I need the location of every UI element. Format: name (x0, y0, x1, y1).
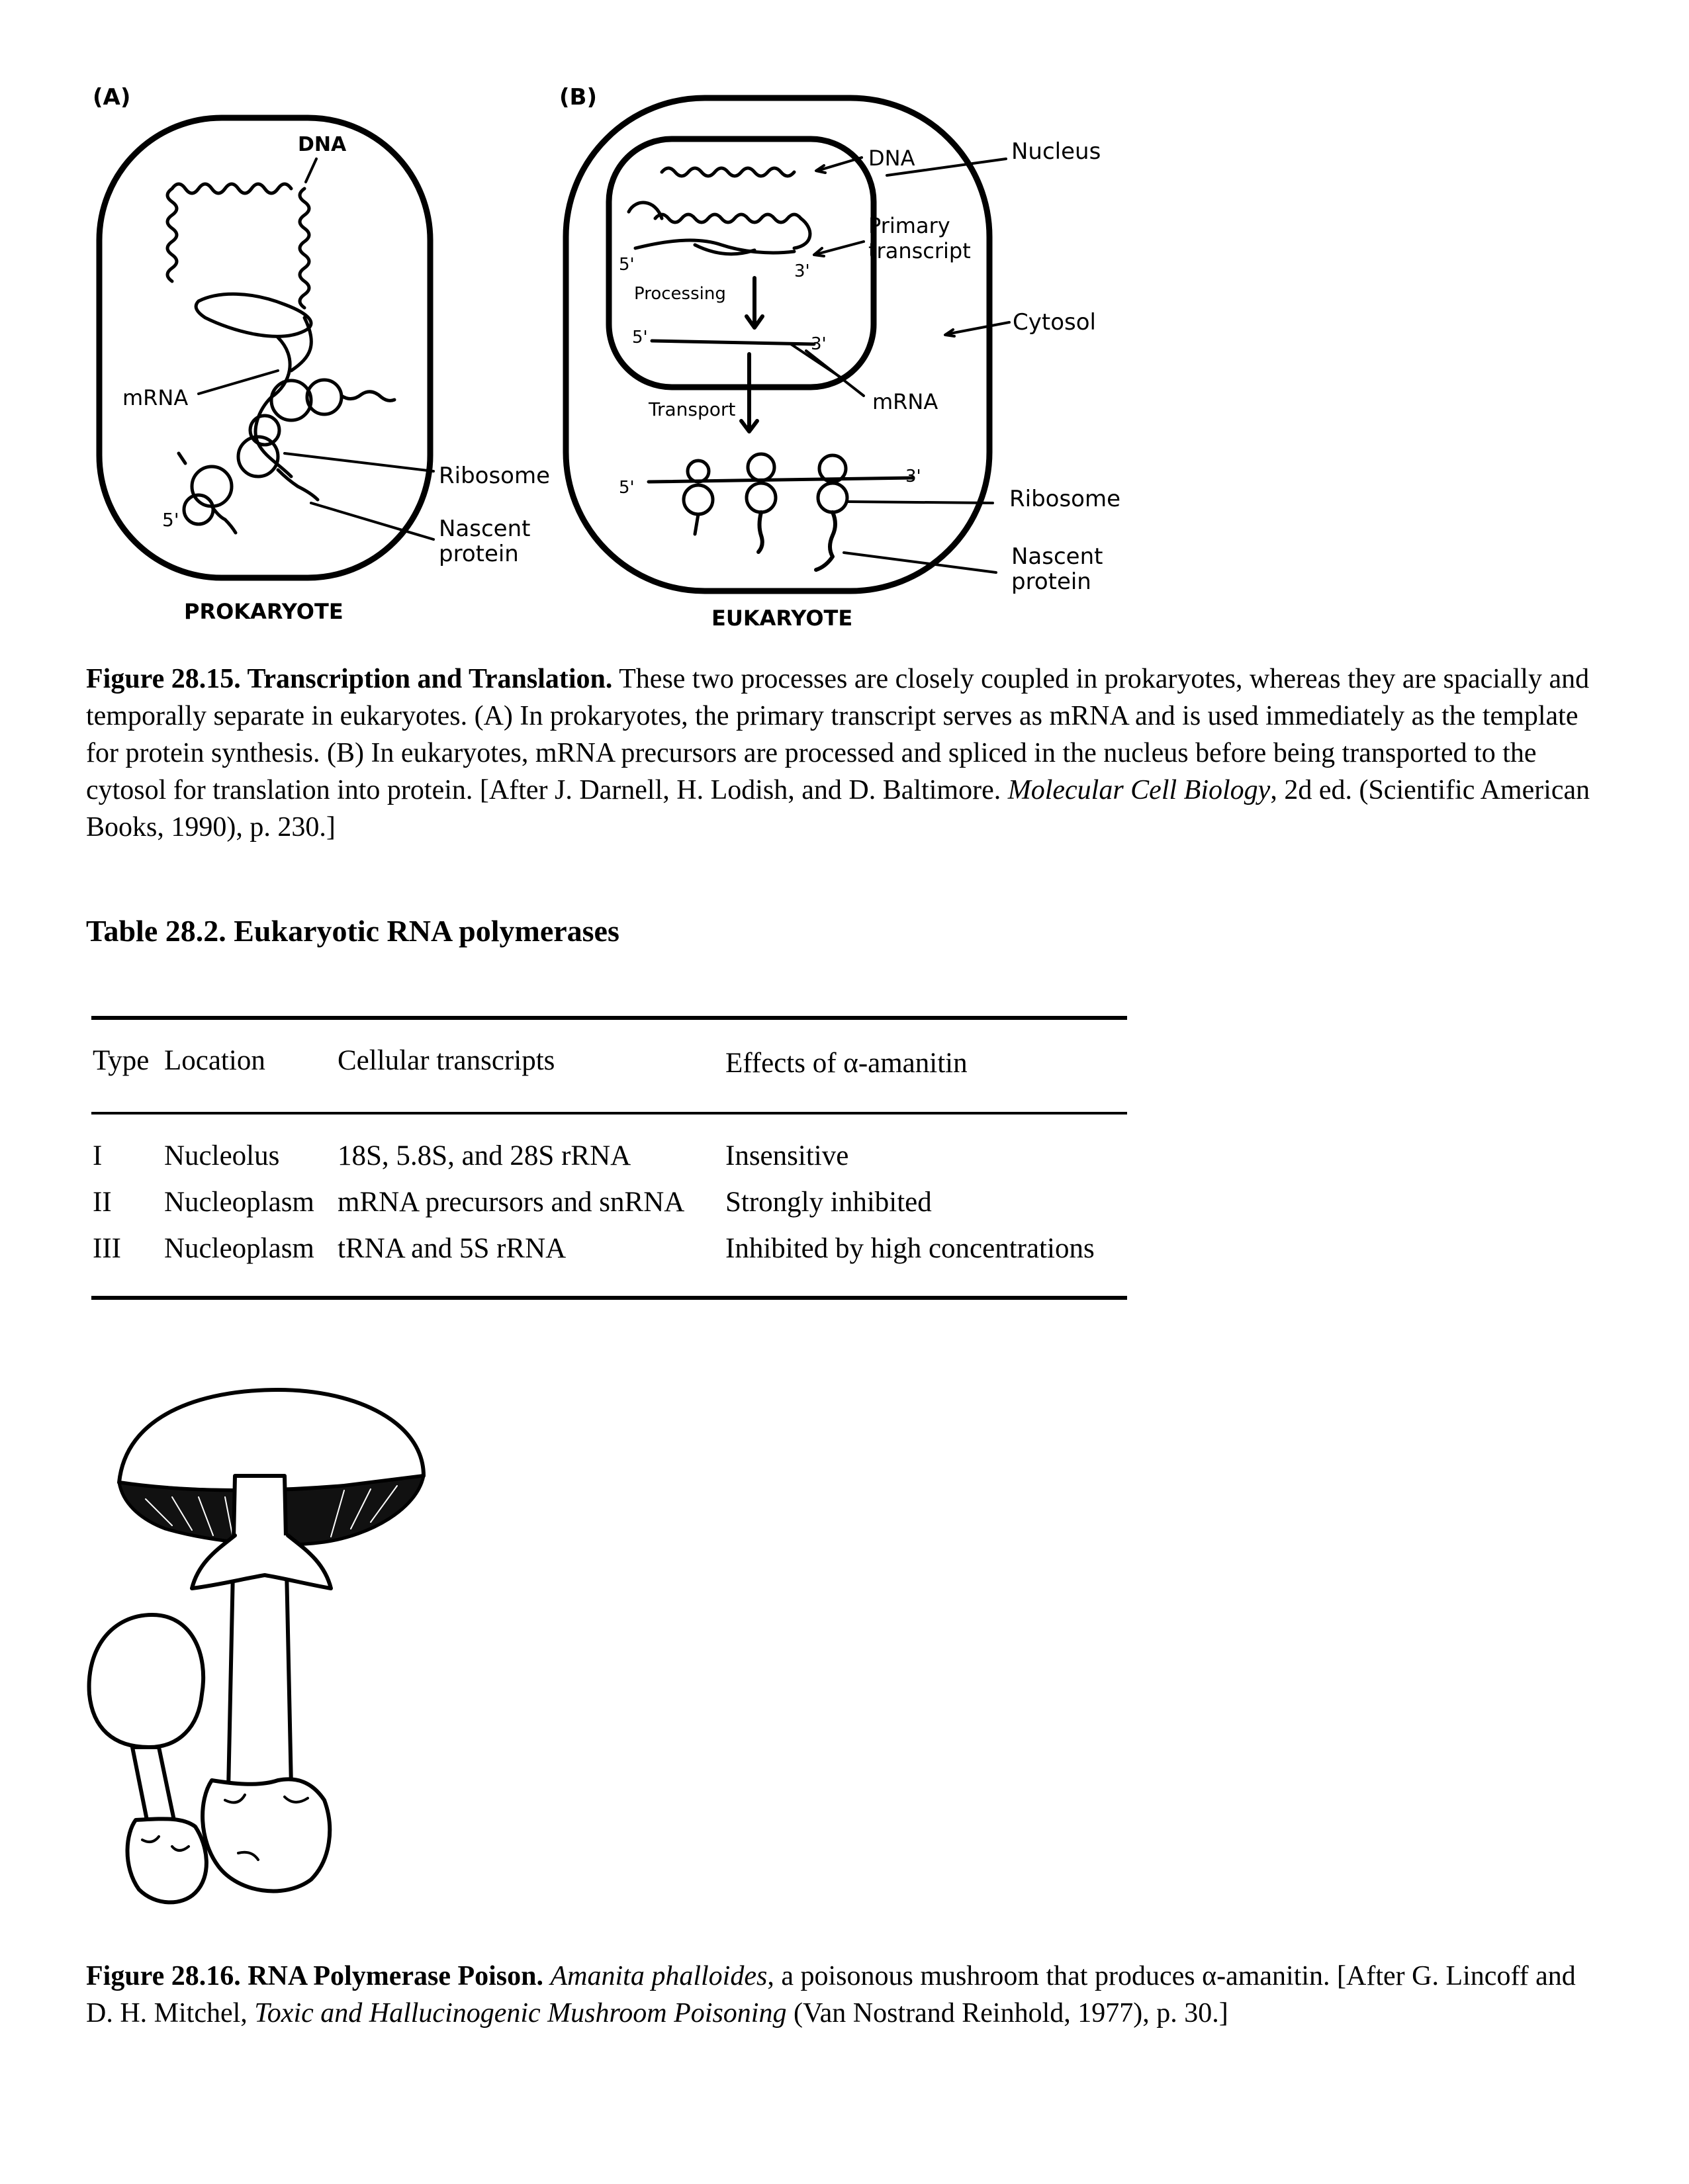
panel-b-label: (B) (559, 84, 597, 111)
mushroom-volva-large (201, 1777, 332, 1893)
transport-label: Transport (648, 398, 735, 420)
table-row-3-effects: Inhibited by high concentrations (725, 1233, 1095, 1264)
processing-label: Processing (634, 284, 726, 304)
cytosol-label: Cytosol (1013, 309, 1096, 336)
mrna-label-a: mRNA (122, 385, 188, 410)
prokaryote-cell (96, 114, 434, 581)
figure-28-15-caption-title: Figure 28.15. Transcription and Translat… (86, 664, 613, 694)
figure-28-16-caption-text: , a poisonous mushroom that produces α-a… (86, 1961, 1576, 2028)
primary-label: Primary (868, 213, 950, 238)
table-row-1-transcripts: 18S, 5.8S, and 28S rRNA (338, 1140, 631, 1171)
five-prime-mid: 5' (632, 328, 648, 347)
mushroom-cap-small (87, 1613, 206, 1749)
table-row-2-location: Nucleoplasm (164, 1187, 314, 1218)
eukaryote-cell (563, 95, 993, 594)
figure-28-15-caption-citation: , 2d ed. (Scientific American Books, 199… (86, 775, 1590, 842)
table-row-2-effects: Strongly inhibited (725, 1187, 932, 1218)
five-prime-label-a: 5' (162, 509, 179, 531)
nascent-label-a: Nascent (439, 516, 530, 542)
ribosome-label-a: Ribosome (439, 463, 550, 489)
table-row-1-effects: Insensitive (725, 1140, 849, 1171)
prokaryote-ribosome-1 (269, 379, 313, 422)
eukaryote-ribosome-2 (745, 452, 778, 554)
table-title: Table 28.2. Eukaryotic RNA polymerases (86, 914, 619, 948)
table-row-2-transcripts: mRNA precursors and snRNA (338, 1187, 685, 1218)
prokaryote-dna (165, 182, 311, 310)
prokaryote-label: PROKARYOTE (184, 599, 343, 624)
table-row-3-transcripts: tRNA and 5S rRNA (338, 1233, 567, 1264)
eukaryote-ribosome-3 (814, 453, 849, 572)
figure-28-16-caption-title: Figure 28.16. RNA Polymerase Poison. (86, 1961, 543, 1991)
panel-a-label: (A) (93, 84, 130, 111)
ribosome-label-b: Ribosome (1009, 486, 1120, 512)
figure-28-16-species: Amanita phalloides (550, 1961, 768, 1991)
nucleus-label: Nucleus (1011, 138, 1101, 165)
mushroom-stem-large (226, 1474, 293, 1792)
table-bottom-rule (91, 1296, 1127, 1300)
figure-28-15-caption-book: Molecular Cell Biology (1007, 775, 1271, 805)
figure-28-16-book: Toxic and Hallucinogenic Mushroom Poison… (254, 1998, 787, 2028)
table-row-1-type: I (93, 1140, 103, 1171)
three-prime-top: 3' (794, 261, 810, 281)
eukaryote-ribosome-1 (682, 459, 715, 536)
five-prime-bottom: 5' (619, 478, 635, 498)
five-prime-top: 5' (619, 255, 635, 275)
prokaryote-ribosome-2 (236, 435, 280, 478)
table-row-3-type: III (93, 1233, 121, 1264)
table-row-3-location: Nucleoplasm (164, 1233, 314, 1264)
protein-label-b: protein (1011, 569, 1091, 595)
mushroom-illustration (87, 1388, 426, 1905)
dna-label-b: DNA (868, 146, 915, 171)
three-prime-mid: 3' (811, 334, 827, 354)
protein-label-a: protein (439, 541, 519, 567)
table-header-location: Location (164, 1045, 265, 1076)
table-header-effects: Effects of α-amanitin (725, 1048, 968, 1079)
figure-28-16-citation: (Van Nostrand Reinhold, 1977), p. 30.] (786, 1998, 1228, 2028)
figure-28-16-caption: Figure 28.16. RNA Polymerase Poison. Ama… (86, 1958, 1595, 2032)
eukaryote-nucleus (606, 136, 877, 390)
figure-28-15-caption-text: These two processes are closely coupled … (86, 664, 1590, 805)
mrna-label-b: mRNA (872, 389, 938, 414)
table-header-transcripts: Cellular transcripts (338, 1045, 555, 1076)
mushroom-volva-small (125, 1817, 208, 1905)
table-row-2-type: II (93, 1187, 112, 1218)
three-prime-bottom: 3' (905, 467, 921, 486)
dna-label-a: DNA (298, 133, 347, 156)
eukaryote-label: EUKARYOTE (711, 606, 852, 631)
transcript-label: transcript (868, 238, 971, 263)
table-header-type: Type (93, 1045, 150, 1076)
nascent-label-b: Nascent (1011, 543, 1103, 570)
table-top-rule (91, 1016, 1127, 1020)
table-row-1-location: Nucleolus (164, 1140, 280, 1171)
table-header-rule (91, 1112, 1127, 1115)
eukaryote-dna (660, 166, 796, 178)
figure-28-15-caption: Figure 28.15. Transcription and Translat… (86, 660, 1595, 846)
